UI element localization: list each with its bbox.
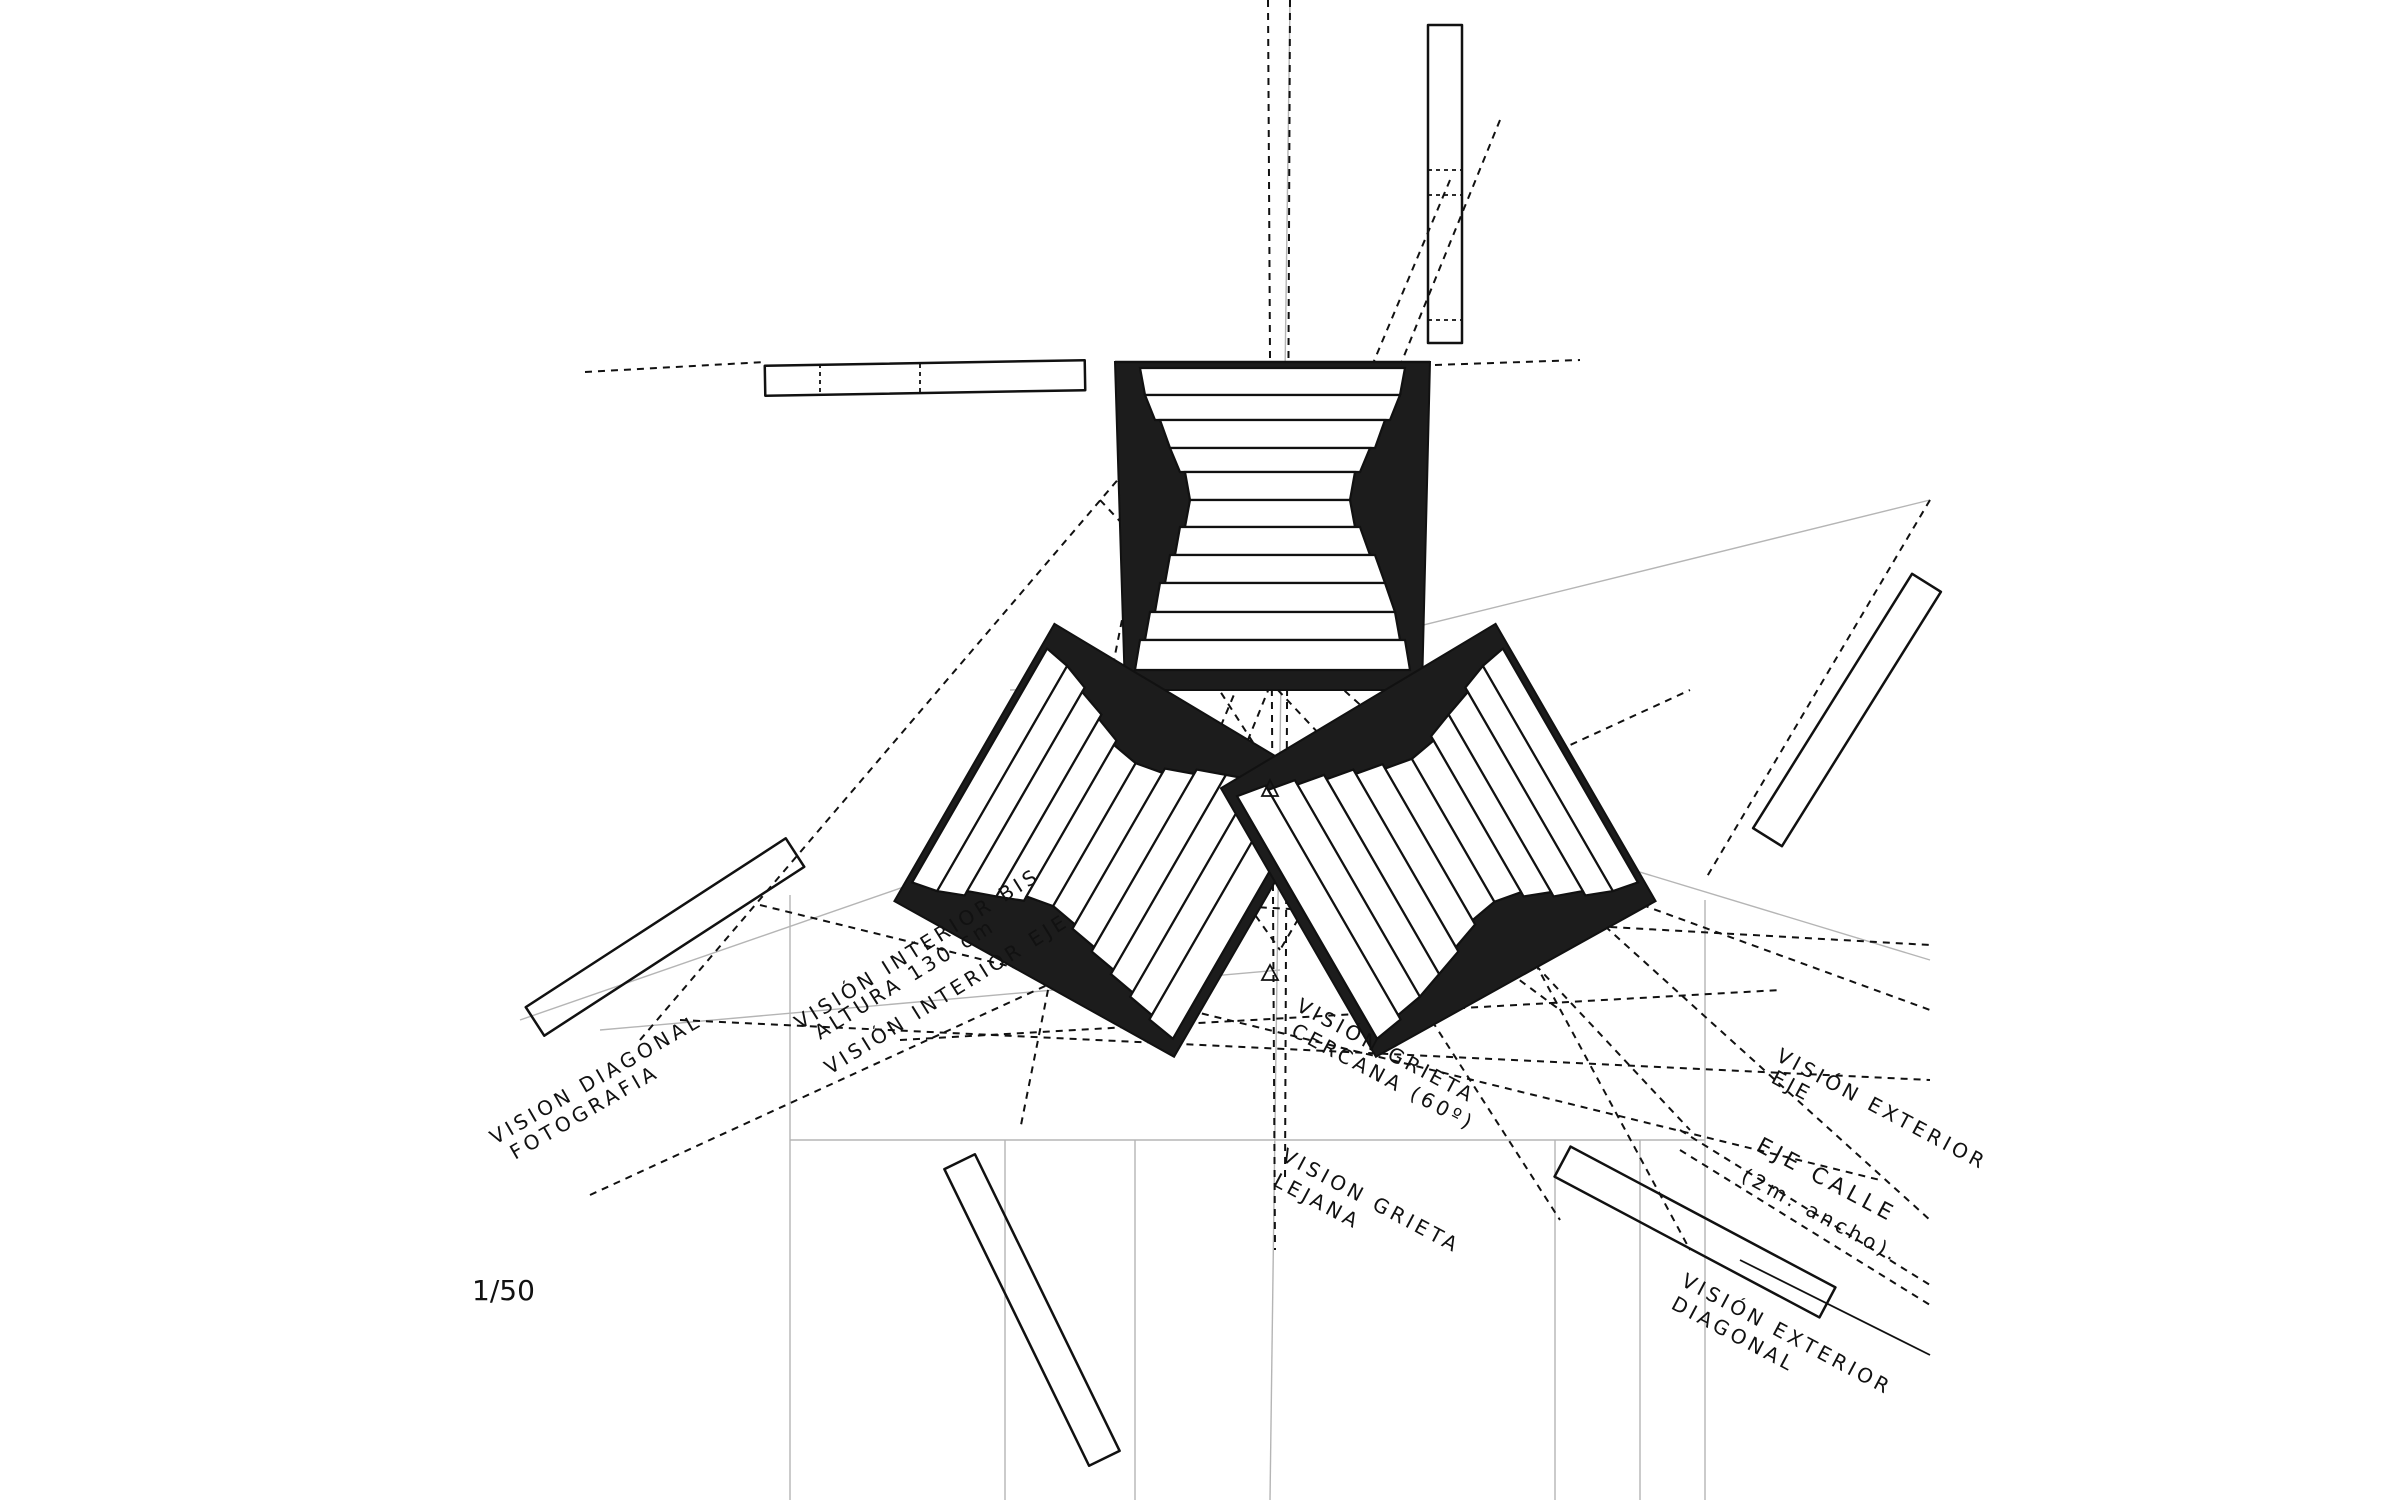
scale-label: 1/50 (472, 1274, 535, 1307)
apex-triangle-marker (1260, 963, 1280, 981)
street-axis (1679, 1129, 1931, 1356)
right-wing (1219, 622, 1657, 1059)
top-wing (1113, 360, 1432, 691)
left-wing (893, 622, 1331, 1059)
label-vision-diagonal: VISION DIAGONAL (486, 1008, 707, 1149)
wall-slabs (524, 23, 1943, 1468)
center-triangle-marker (1260, 777, 1280, 797)
